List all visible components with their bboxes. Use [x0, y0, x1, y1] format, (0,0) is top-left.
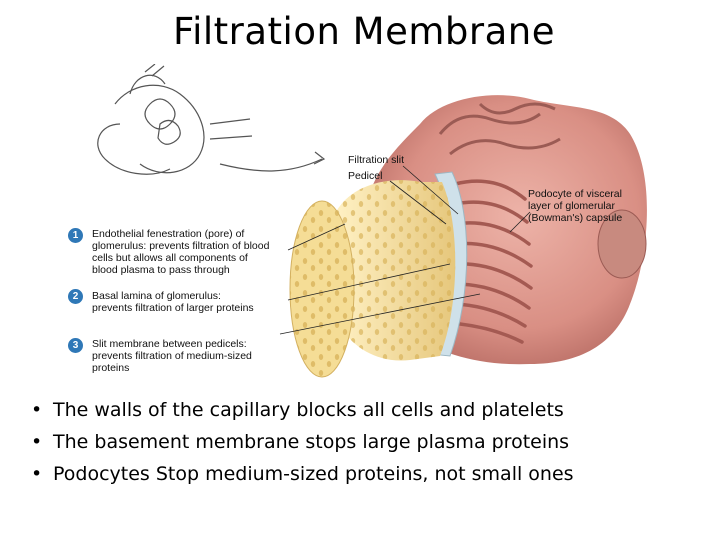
callout-number-2: 2 [68, 289, 83, 304]
filtration-membrane-illustration [97, 64, 647, 378]
bullet-text: The walls of the capillary blocks all ce… [53, 399, 564, 421]
bullet-text: Podocytes Stop medium-sized proteins, no… [53, 463, 574, 485]
callout-line: Slit membrane between pedicels: [92, 338, 247, 350]
bullet-list: • The walls of the capillary blocks all c… [25, 394, 725, 490]
callout-line: Endothelial fenestration (pore) of [92, 228, 245, 240]
podocyte-label-line: (Bowman's) capsule [528, 212, 623, 224]
bullet-dot-icon: • [31, 431, 43, 453]
glomerulus-sketch [97, 64, 326, 175]
leader-lines [279, 165, 531, 335]
bullet-item: • The basement membrane stops large plasm… [25, 426, 725, 458]
filtration-slit-label: Filtration slit [348, 154, 405, 166]
podocyte-label-line: layer of glomerular [528, 200, 615, 212]
callout-line: proteins [92, 362, 130, 374]
callout-line: prevents filtration of larger proteins [92, 302, 254, 314]
endothelium [289, 180, 456, 378]
bullet-item: • The walls of the capillary blocks all c… [25, 394, 725, 426]
podocyte-label-line: Podocyte of visceral [528, 188, 622, 200]
callout-number-1: 1 [68, 228, 83, 243]
callout-endothelial-fenestration: Endothelial fenestration (pore) of glome… [92, 228, 269, 276]
callout-line: glomerulus: prevents filtration of blood [92, 240, 270, 252]
bullet-text: The basement membrane stops large plasma… [53, 431, 570, 453]
pedicel-label: Pedicel [348, 170, 383, 182]
callout-number-3: 3 [68, 338, 83, 353]
slide-title: Filtration Membrane [173, 10, 555, 53]
callout-line: blood plasma to pass through [92, 264, 230, 276]
bullet-dot-icon: • [31, 463, 43, 485]
filtration-membrane-figure: Filtration slit Pedicel Podocyte of visc… [60, 64, 660, 384]
callout-slit-membrane: Slit membrane between pedicels: prevents… [92, 338, 252, 374]
callout-line: cells but allows all components of [92, 252, 248, 264]
callout-line: Basal lamina of glomerulus: [92, 290, 221, 302]
callout-basal-lamina: Basal lamina of glomerulus: prevents fil… [92, 290, 254, 314]
bullet-item: • Podocytes Stop medium-sized proteins, n… [25, 458, 725, 490]
bullet-dot-icon: • [31, 399, 43, 421]
podocyte-label: Podocyte of visceral layer of glomerular… [528, 188, 622, 224]
callout-line: prevents filtration of medium-sized [92, 350, 252, 362]
